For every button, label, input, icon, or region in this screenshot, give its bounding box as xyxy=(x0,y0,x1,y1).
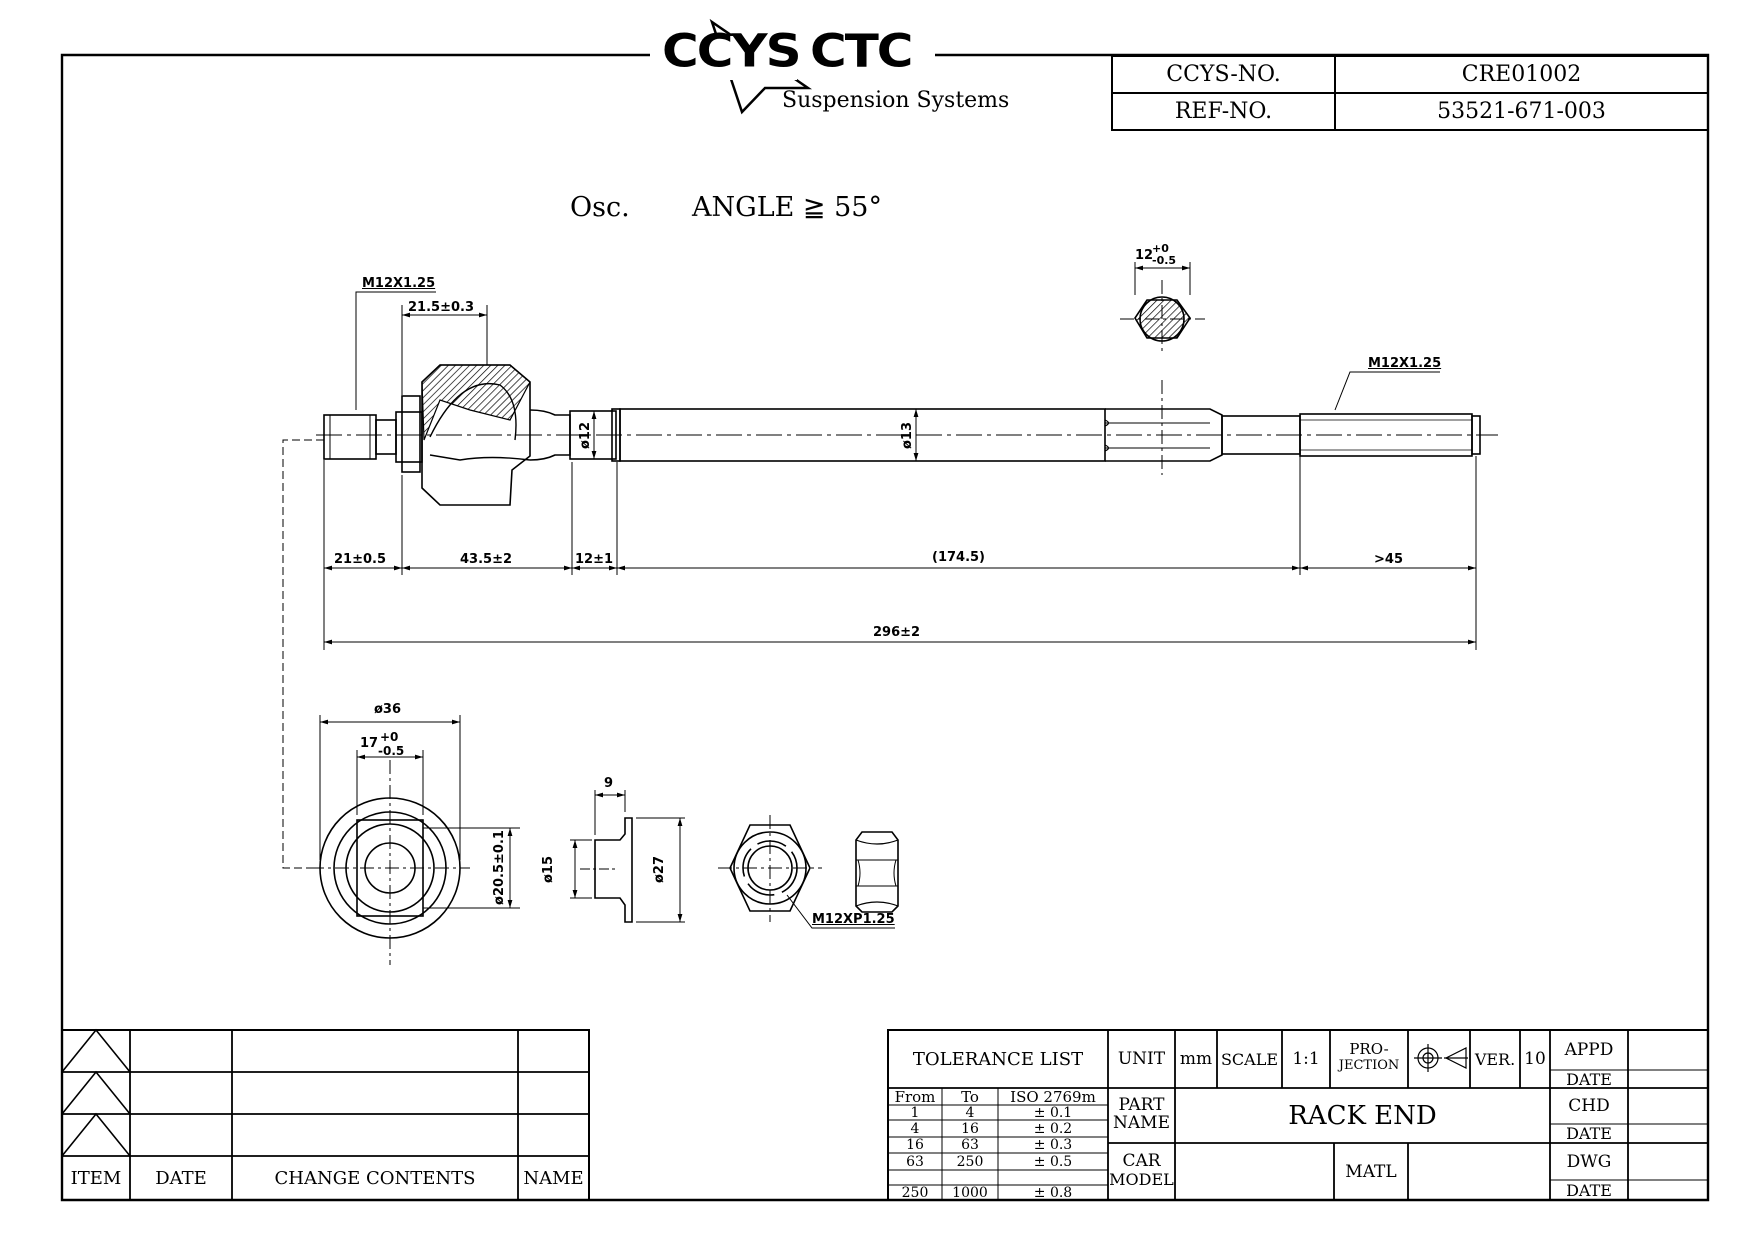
nut-thread-label: M12XP1.25 xyxy=(812,912,895,927)
ball-length-label: 21.5±0.3 xyxy=(408,300,474,315)
dia27-label: ø27 xyxy=(652,855,668,884)
seg4-label: (174.5) xyxy=(932,550,986,565)
main-rod xyxy=(619,408,1106,462)
tol-header-iso: ISO 2769m xyxy=(1010,1087,1096,1106)
hex-tol-up: +0 xyxy=(1152,242,1169,255)
osc-note: Osc. xyxy=(570,192,630,223)
angle-note: ANGLE ≧ 55° xyxy=(692,192,882,223)
tol-row-1-value: ± 0.1 xyxy=(1033,1104,1073,1121)
ccys-no-label: CCYS-NO. xyxy=(1166,62,1281,87)
nut-side-view xyxy=(855,831,899,913)
tol-row-2-to: 16 xyxy=(961,1120,979,1137)
dia20-label: ø20.5±0.1 xyxy=(491,830,507,905)
hex-width-label: 12 xyxy=(1135,248,1154,263)
tol-row-4-value: ± 0.5 xyxy=(1033,1153,1073,1170)
dwg-label: DWG xyxy=(1566,1151,1612,1172)
tol-row-5-value: ± 0.8 xyxy=(1033,1184,1073,1201)
thread-right-label: M12X1.25 xyxy=(1368,356,1442,371)
w17-label: 17 xyxy=(360,736,379,751)
seg5-label: >45 xyxy=(1374,552,1403,567)
tol-row-3-to: 63 xyxy=(961,1137,979,1153)
part-name-value: RACK END xyxy=(1288,1100,1437,1131)
part-label-2: NAME xyxy=(1113,1113,1170,1133)
w17-tol-down: -0.5 xyxy=(378,744,405,758)
tol-row-5-from: 250 xyxy=(901,1184,929,1201)
tol-row-1-to: 4 xyxy=(965,1104,975,1121)
ref-no-label: REF-NO. xyxy=(1174,99,1273,124)
tol-row-3-value: ± 0.3 xyxy=(1033,1137,1073,1153)
tol-row-3-from: 16 xyxy=(906,1137,924,1153)
tol-row-4-from: 63 xyxy=(906,1153,924,1170)
tolerance-title: TOLERANCE LIST xyxy=(912,1048,1084,1070)
seg1-label: 21±0.5 xyxy=(334,552,387,567)
scale-value: 1:1 xyxy=(1292,1049,1320,1069)
title-block xyxy=(887,1029,1709,1201)
ref-no-value: 53521-671-003 xyxy=(1437,99,1606,124)
tol-header-to: To xyxy=(961,1087,979,1106)
appd-date-label: DATE xyxy=(1566,1069,1612,1089)
thread-left-label: M12X1.25 xyxy=(362,276,436,291)
rev-header-date: DATE xyxy=(155,1167,207,1189)
unit-value: mm xyxy=(1179,1049,1213,1069)
chd-label: CHD xyxy=(1568,1096,1610,1116)
projection-label-1: PRO- xyxy=(1349,1040,1389,1058)
tol-row-1-from: 1 xyxy=(910,1104,920,1121)
dia13-label: ø13 xyxy=(900,421,916,450)
ccys-no-value: CRE01002 xyxy=(1461,62,1582,87)
part-label-1: PART xyxy=(1118,1095,1165,1115)
dia12-label: ø12 xyxy=(578,421,594,450)
projection-symbol-icon xyxy=(1414,1044,1468,1072)
appd-label: APPD xyxy=(1564,1040,1614,1060)
seal-side-view xyxy=(594,817,633,923)
projection-label-2: JECTION xyxy=(1338,1057,1400,1073)
tol-row-5-to: 1000 xyxy=(952,1184,988,1201)
tol-row-2-value: ± 0.2 xyxy=(1033,1120,1073,1137)
rev-header-item: ITEM xyxy=(70,1167,122,1189)
matl-label: MATL xyxy=(1345,1161,1397,1182)
car-label-2: MODEL xyxy=(1109,1169,1174,1189)
tol-row-2-from: 4 xyxy=(910,1120,920,1137)
dwg-date-label: DATE xyxy=(1566,1180,1612,1200)
seg3-label: 12±1 xyxy=(575,552,614,567)
tol-header-from: From xyxy=(894,1087,936,1106)
revision-table xyxy=(61,1029,590,1201)
scale-label: SCALE xyxy=(1220,1049,1279,1069)
tol-row-4-to: 250 xyxy=(956,1153,984,1170)
ver-value: 10 xyxy=(1524,1049,1546,1069)
logo-right: CTC xyxy=(810,24,913,78)
left-stud xyxy=(323,414,377,460)
chd-date-label: DATE xyxy=(1566,1124,1612,1143)
ver-label: VER. xyxy=(1474,1049,1516,1069)
logo-tagline: Suspension Systems xyxy=(782,88,1010,113)
logo-left: CCYS xyxy=(662,24,802,78)
w17-tol-up: +0 xyxy=(380,730,399,744)
rev-header-name: NAME xyxy=(523,1167,584,1189)
nine-label: 9 xyxy=(604,776,614,791)
rev-header-change: CHANGE CONTENTS xyxy=(274,1167,476,1189)
total-length-label: 296±2 xyxy=(873,625,921,640)
seg2-label: 43.5±2 xyxy=(460,552,513,567)
dia15-label: ø15 xyxy=(541,855,557,884)
unit-label: UNIT xyxy=(1117,1049,1166,1069)
hex-tol-down: -0.5 xyxy=(1152,254,1177,267)
dia36-label: ø36 xyxy=(374,702,402,717)
car-label-1: CAR xyxy=(1122,1151,1161,1171)
